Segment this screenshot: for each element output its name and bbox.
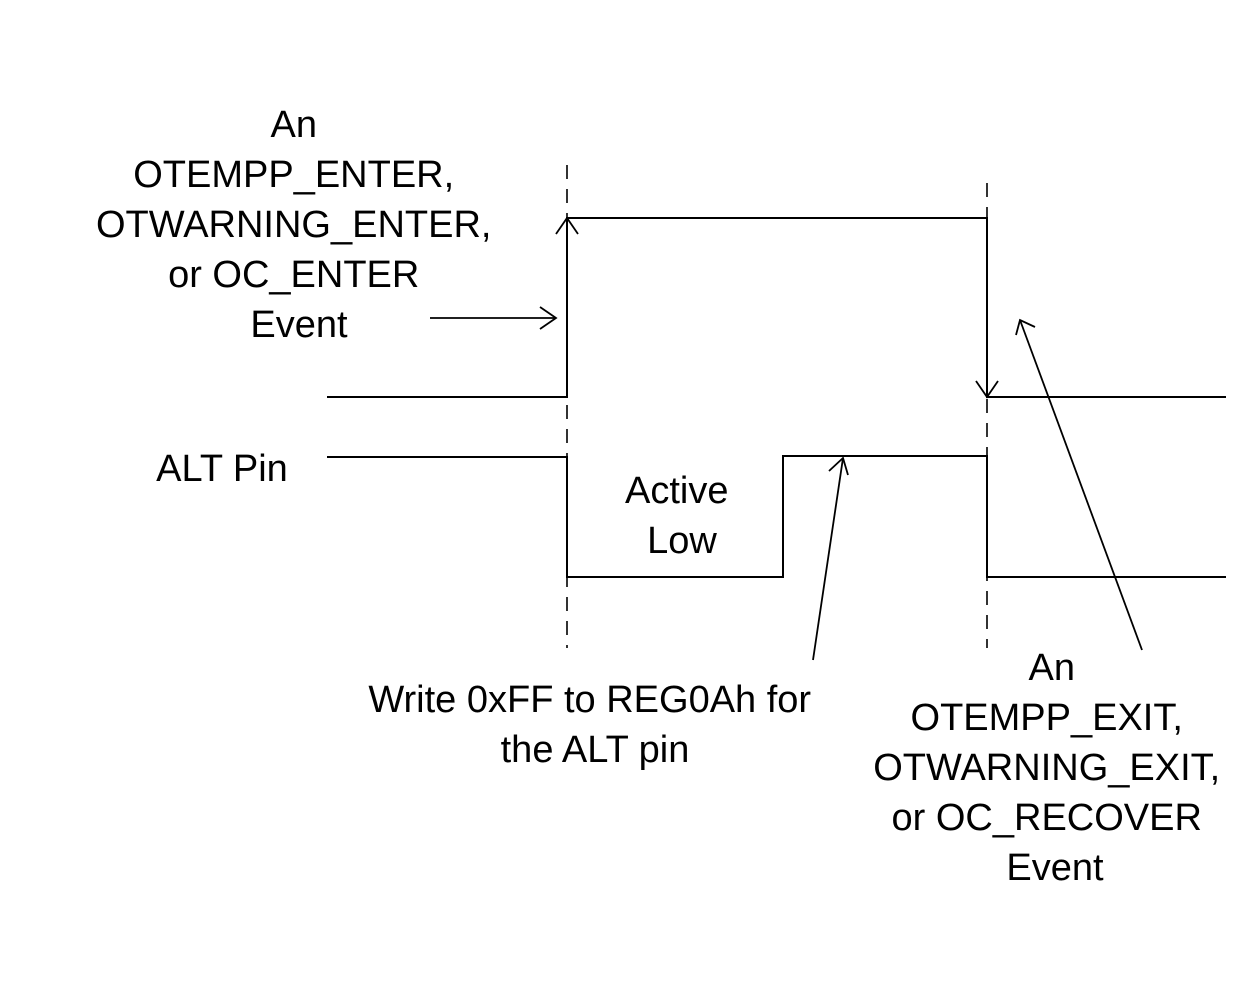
write-note-arrow: [812, 456, 849, 661]
write-note-line: Write 0xFF to REG0Ah for: [368, 679, 811, 721]
exit-event-arrow: [1015, 318, 1143, 651]
active-low-label: Active Low: [625, 470, 739, 562]
falling-edge-arrowhead: [975, 380, 999, 399]
exit-event-line: Event: [1006, 847, 1104, 889]
alt-pin-label: ALT Pin: [156, 448, 288, 490]
write-note-line: the ALT pin: [501, 729, 690, 771]
write-note-label: Write 0xFF to REG0Ah for the ALT pin: [368, 679, 821, 771]
enter-event-line: Event: [250, 304, 348, 346]
active-low-line: Active: [625, 470, 728, 512]
exit-event-line: An: [1028, 647, 1074, 689]
rising-edge-arrowhead: [555, 216, 579, 235]
alt-pin-waveform: [327, 455, 1226, 578]
enter-event-label: An OTEMPP_ENTER, OTWARNING_ENTER, or OC_…: [96, 104, 502, 346]
event-waveform: [327, 217, 1226, 398]
enter-event-line: OTEMPP_ENTER,: [133, 154, 454, 196]
enter-event-line: or OC_ENTER: [168, 254, 419, 296]
exit-event-line: OTEMPP_EXIT,: [911, 697, 1183, 739]
active-low-line: Low: [647, 520, 717, 562]
enter-event-line: OTWARNING_ENTER,: [96, 204, 492, 246]
enter-event-line: An: [270, 104, 316, 146]
exit-event-label: An OTEMPP_EXIT, OTWARNING_EXIT, or OC_RE…: [873, 647, 1231, 889]
enter-event-arrow: [430, 306, 558, 330]
exit-event-line: OTWARNING_EXIT,: [873, 747, 1220, 789]
exit-event-line: or OC_RECOVER: [892, 797, 1202, 839]
